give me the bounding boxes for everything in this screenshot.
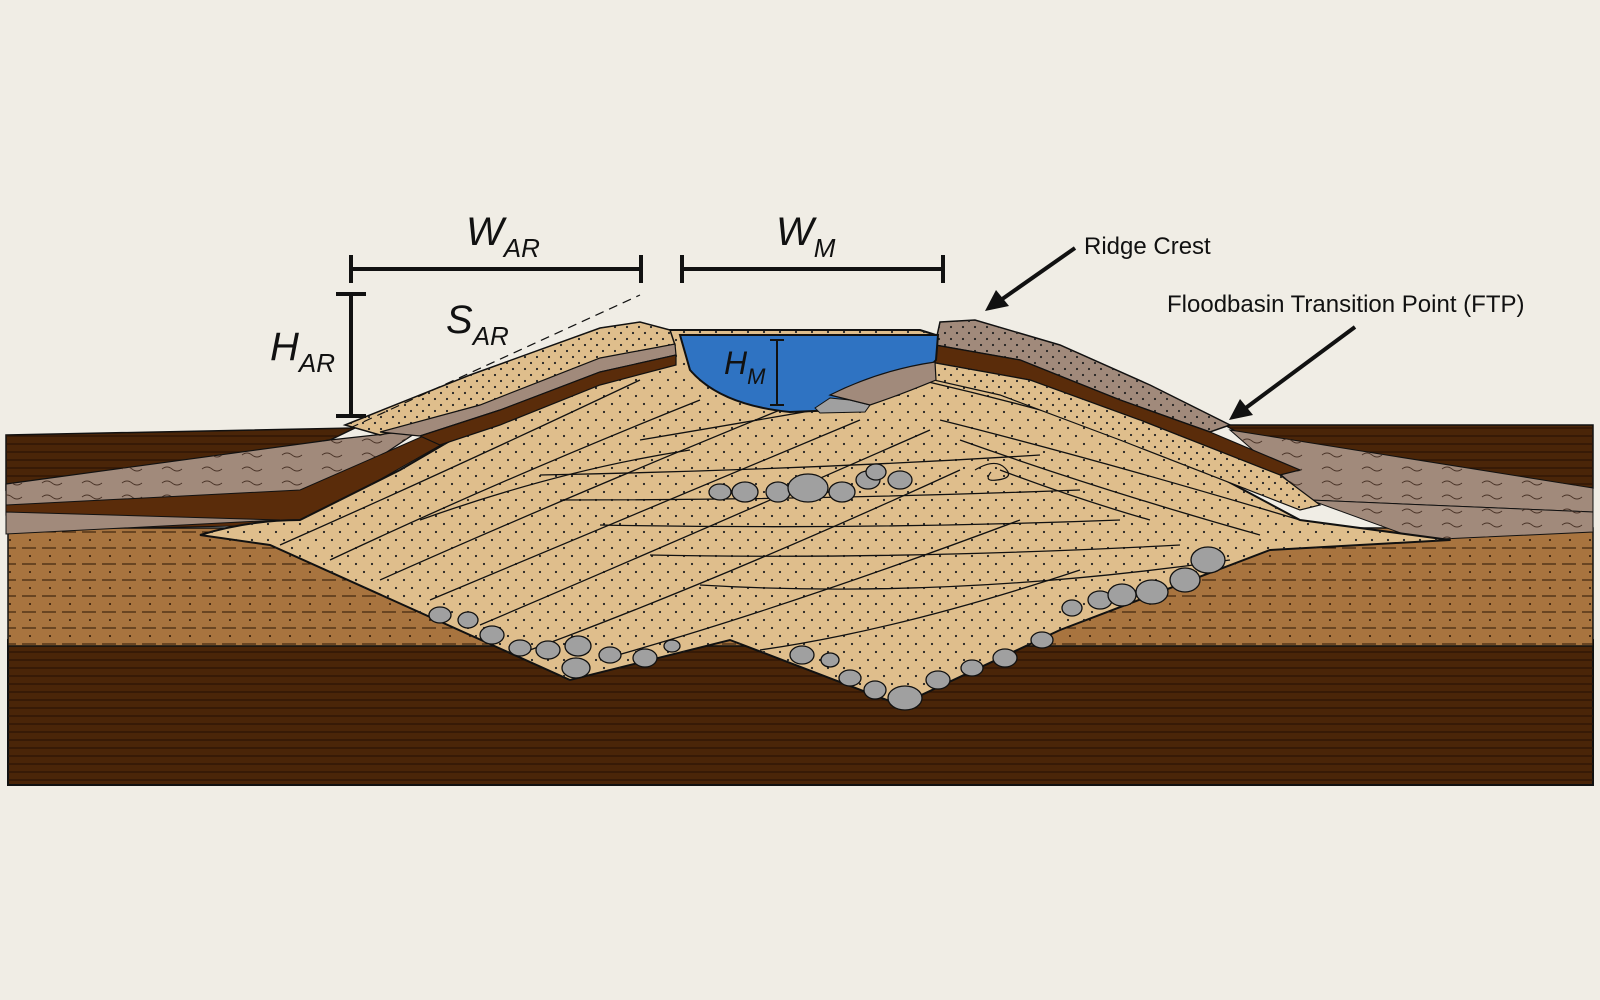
gravel-lag <box>428 463 1226 711</box>
levee-left <box>342 321 677 446</box>
ftp-arrow <box>1229 325 1357 420</box>
ridge-crest-arrow <box>985 246 1077 311</box>
w-m-measurement-bar <box>680 255 945 283</box>
h-m-measurement-bar <box>770 339 784 406</box>
overbank-left <box>5 399 521 535</box>
h-ar-measurement-bar <box>336 292 366 418</box>
s-ar-slope-line <box>349 294 641 429</box>
s-ar-label: SAR <box>446 298 509 351</box>
h-m-label: HM <box>724 345 766 389</box>
active-channel-water <box>678 334 940 414</box>
ridge-crest-label: Ridge Crest <box>1084 233 1211 260</box>
overbank-right <box>1222 424 1594 541</box>
w-ar-measurement-bar <box>349 255 643 283</box>
h-ar-label: HAR <box>270 325 335 378</box>
ftp-label: Floodbasin Transition Point (FTP) <box>1167 291 1524 318</box>
channel-belt-sand-body <box>199 329 1451 707</box>
w-m-label: WM <box>776 210 836 263</box>
w-ar-label: WAR <box>466 210 540 263</box>
levee-right <box>924 319 1322 511</box>
